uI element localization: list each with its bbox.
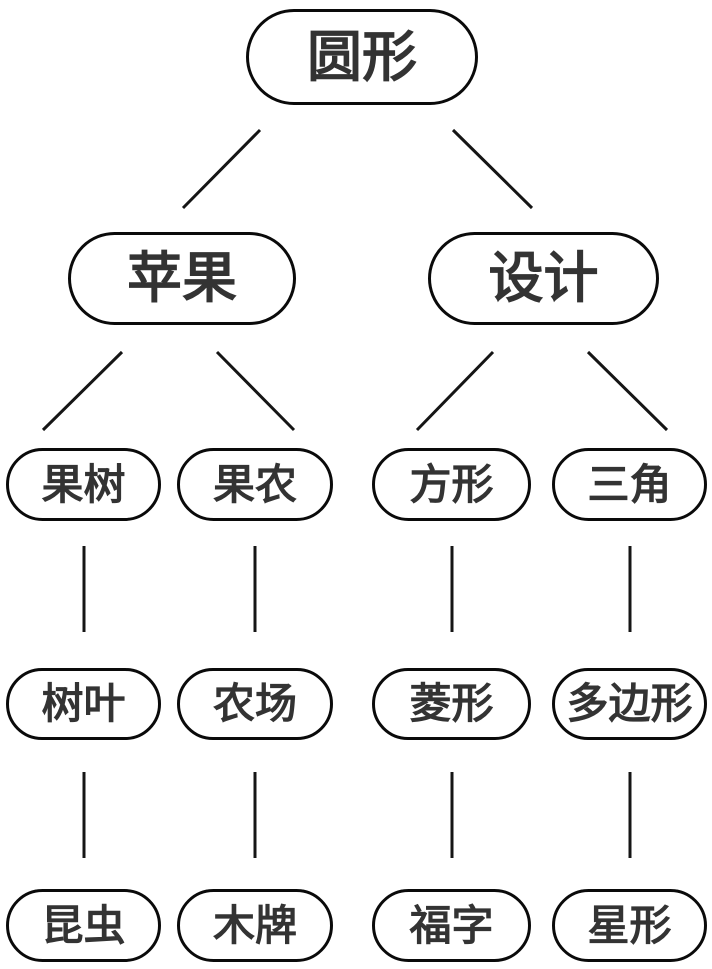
node-label: 福字 bbox=[409, 900, 494, 950]
node-label: 星形 bbox=[587, 900, 672, 950]
edge-apple-fruit-tree bbox=[41, 350, 124, 432]
node-label: 三角 bbox=[587, 459, 672, 509]
node-leaf[interactable]: 树叶 bbox=[6, 668, 161, 740]
node-apple[interactable]: 苹果 bbox=[68, 232, 296, 325]
node-label: 圆形 bbox=[306, 24, 417, 89]
node-design[interactable]: 设计 bbox=[428, 232, 659, 325]
edge-circle-apple bbox=[181, 128, 262, 210]
node-label: 果树 bbox=[41, 459, 126, 509]
node-label: 果农 bbox=[212, 459, 297, 509]
node-circle[interactable]: 圆形 bbox=[246, 9, 478, 105]
node-label: 树叶 bbox=[41, 679, 126, 728]
node-label: 多边形 bbox=[566, 679, 693, 728]
node-polygon[interactable]: 多边形 bbox=[552, 668, 707, 740]
node-insect[interactable]: 昆虫 bbox=[6, 889, 161, 962]
edge-circle-design bbox=[451, 128, 534, 210]
node-triangle[interactable]: 三角 bbox=[552, 448, 707, 521]
node-fruit-farmer[interactable]: 果农 bbox=[177, 448, 333, 521]
node-square[interactable]: 方形 bbox=[372, 448, 531, 521]
node-label: 设计 bbox=[488, 246, 599, 310]
node-label: 方形 bbox=[409, 459, 494, 509]
node-label: 苹果 bbox=[126, 246, 237, 310]
node-fruit-tree[interactable]: 果树 bbox=[6, 448, 161, 521]
node-rhombus[interactable]: 菱形 bbox=[372, 668, 531, 740]
node-fu-character[interactable]: 福字 bbox=[372, 889, 531, 962]
node-label: 木牌 bbox=[212, 900, 297, 950]
edge-apple-fruit-farmer bbox=[215, 350, 296, 432]
node-label: 农场 bbox=[212, 679, 297, 728]
node-star[interactable]: 星形 bbox=[552, 889, 707, 962]
node-wooden-sign[interactable]: 木牌 bbox=[177, 889, 333, 962]
node-label: 菱形 bbox=[409, 679, 494, 728]
edge-design-square bbox=[415, 350, 495, 432]
node-farm[interactable]: 农场 bbox=[177, 668, 333, 740]
edge-design-triangle bbox=[586, 350, 669, 432]
node-label: 昆虫 bbox=[41, 900, 126, 950]
